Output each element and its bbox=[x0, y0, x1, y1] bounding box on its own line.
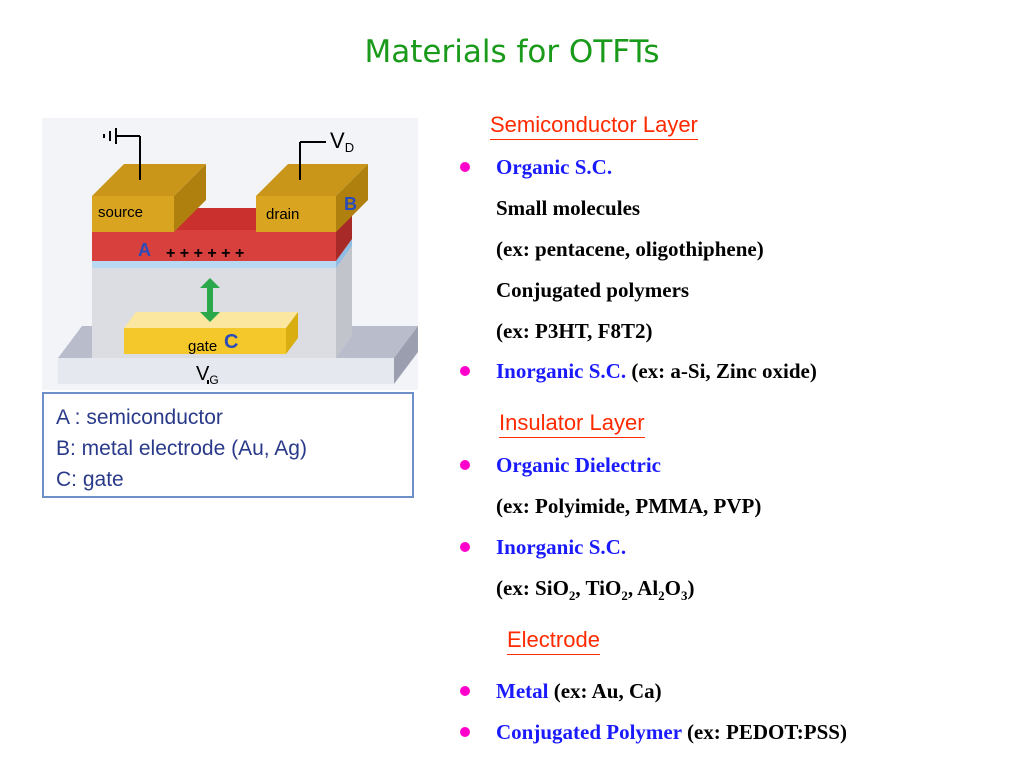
inorganic-sc-label: Inorganic S.C. bbox=[496, 359, 627, 383]
electrode-heading: Electrode bbox=[507, 627, 600, 655]
legend-item-a: A : semiconductor bbox=[56, 406, 223, 429]
charges-label: + + + + + + bbox=[166, 245, 244, 262]
conjugated-polymers-text: Conjugated polymers bbox=[496, 278, 690, 302]
slide-title: Materials for OTFTs bbox=[364, 34, 660, 70]
organic-sc-label: Organic S.C. bbox=[496, 155, 613, 179]
vg-label: VG bbox=[196, 363, 219, 387]
metal-example: (ex: Au, Ca) bbox=[548, 679, 662, 703]
conjugated-polymer-example: (ex: PEDOT:PSS) bbox=[681, 720, 847, 744]
metal-label: Metal bbox=[496, 679, 549, 703]
semiconductor-heading: Semiconductor Layer bbox=[490, 112, 698, 140]
bullet-dot bbox=[460, 727, 470, 737]
legend-item-b: B: metal electrode (Au, Ag) bbox=[56, 437, 307, 460]
inorganic-sc-example: (ex: a-Si, Zinc oxide) bbox=[626, 359, 817, 383]
label-a: A bbox=[138, 240, 151, 260]
insulator-heading: Insulator Layer bbox=[499, 410, 645, 438]
metal-item: Metal (ex: Au, Ca) bbox=[496, 678, 662, 704]
bullet-dot bbox=[460, 542, 470, 552]
inorganic-sc-item: Inorganic S.C. (ex: a-Si, Zinc oxide) bbox=[496, 358, 817, 384]
label-b: B bbox=[344, 194, 357, 214]
otft-device-diagram: VD source drain B A + + + + + + gate C V… bbox=[42, 118, 418, 390]
inorganic-insulator-label: Inorganic S.C. bbox=[496, 535, 627, 559]
organic-dielectric-example: (ex: Polyimide, PMMA, PVP) bbox=[496, 494, 762, 518]
bullet-dot bbox=[460, 460, 470, 470]
legend-item-c: C: gate bbox=[56, 468, 124, 491]
gate-label: gate bbox=[188, 338, 217, 355]
drain-label: drain bbox=[266, 206, 299, 223]
bullet-dot bbox=[460, 162, 470, 172]
inorganic-insulator-example: (ex: SiO2, TiO2, Al2O3) bbox=[496, 576, 695, 604]
diagram-legend: A : semiconductor B: metal electrode (Au… bbox=[42, 392, 414, 498]
label-c: C bbox=[224, 331, 238, 353]
conjugated-polymer-label: Conjugated Polymer bbox=[496, 720, 682, 744]
conjugated-polymers-example: (ex: P3HT, F8T2) bbox=[496, 319, 653, 343]
source-label: source bbox=[98, 204, 143, 221]
bullet-dot bbox=[460, 686, 470, 696]
bullet-dot bbox=[460, 366, 470, 376]
organic-dielectric-label: Organic Dielectric bbox=[496, 453, 662, 477]
vd-label: VD bbox=[330, 128, 354, 155]
small-molecules-example: (ex: pentacene, oligothiphene) bbox=[496, 237, 764, 261]
small-molecules-text: Small molecules bbox=[496, 196, 641, 220]
conjugated-polymer-item: Conjugated Polymer (ex: PEDOT:PSS) bbox=[496, 719, 847, 745]
